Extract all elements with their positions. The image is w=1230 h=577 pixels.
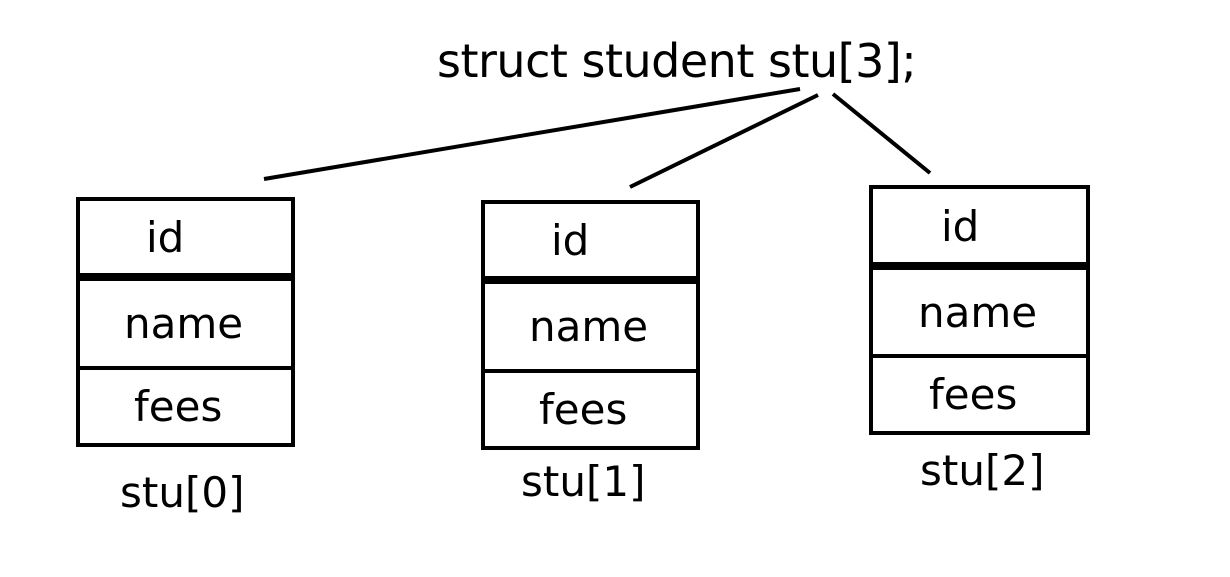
field-label: id <box>941 201 980 251</box>
field-divider <box>485 276 696 284</box>
element-label-1: stu[1] <box>521 457 646 506</box>
element-label-0: stu[0] <box>120 468 245 517</box>
field-name: name <box>80 281 291 367</box>
field-name: name <box>485 284 696 370</box>
struct-element-0: id name fees <box>76 197 295 447</box>
field-divider <box>80 273 291 281</box>
field-divider <box>485 369 696 373</box>
field-id: id <box>485 204 696 278</box>
field-label: id <box>551 216 590 265</box>
field-label: name <box>124 299 244 348</box>
field-divider <box>873 354 1086 358</box>
struct-element-2: id name fees <box>869 185 1090 435</box>
element-label-2: stu[2] <box>920 446 1045 495</box>
field-divider <box>80 366 291 370</box>
field-label: fees <box>539 384 628 434</box>
connector-line-2 <box>831 92 932 175</box>
field-label: fees <box>929 369 1018 419</box>
field-fees: fees <box>873 358 1086 431</box>
field-fees: fees <box>485 373 696 446</box>
connector-line-1 <box>629 93 819 189</box>
field-label: name <box>918 287 1038 337</box>
field-label: fees <box>134 381 223 431</box>
field-divider <box>873 262 1086 270</box>
field-label: id <box>146 213 185 262</box>
field-id: id <box>80 201 291 275</box>
field-fees: fees <box>80 370 291 443</box>
array-declaration-title: struct student stu[3]; <box>437 34 917 88</box>
field-id: id <box>873 189 1086 264</box>
field-label: name <box>529 302 649 351</box>
struct-element-1: id name fees <box>481 200 700 450</box>
connector-line-0 <box>263 87 801 181</box>
field-name: name <box>873 270 1086 355</box>
